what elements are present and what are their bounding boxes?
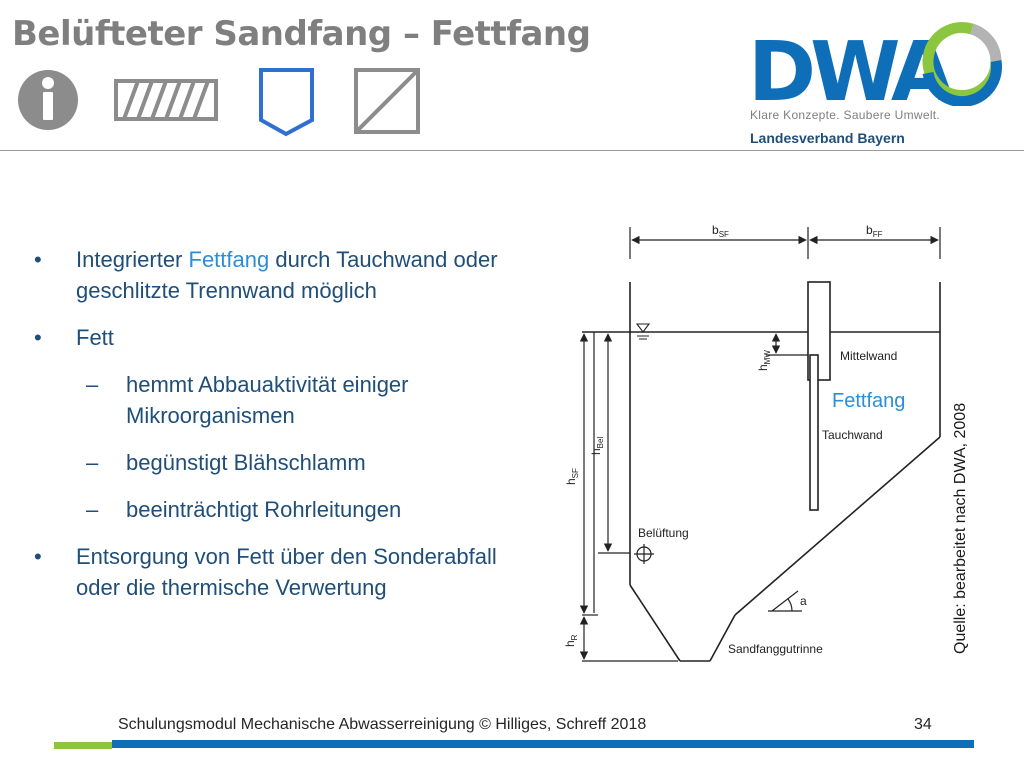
bullet-marker: • [34, 544, 42, 569]
bullet-item: • Integrierter Fettfang durch Tauchwand … [28, 244, 528, 306]
info-icon [18, 70, 78, 130]
b-sf-label: bSF [712, 223, 729, 239]
b-ff-label: bFF [866, 223, 883, 239]
sub-bullet-item: – hemmt Abbauaktivität einiger Mikroorga… [28, 369, 528, 431]
sandfanggutrinne-label: Sandfanggutrinne [728, 642, 823, 656]
sub-bullet-text: hemmt Abbauaktivität einiger Mikroorgani… [126, 372, 409, 428]
logo-subtitle: Landesverband Bayern [750, 130, 905, 146]
width-dimensions [629, 227, 941, 259]
sub-bullet-item: – beeinträchtigt Rohrleitungen [28, 494, 528, 525]
sub-bullet-text: beeinträchtigt Rohrleitungen [126, 497, 402, 522]
dwa-logo-mark: DWA [748, 22, 1002, 120]
sub-bullet-item: – begünstigt Blähschlamm [28, 447, 528, 478]
bullet-marker: • [34, 325, 42, 350]
sandfang-cross-section-diagram: bSF bFF hMW Mittelwand Fettfang Tauchwan… [563, 223, 941, 662]
header-icon-bar [18, 68, 420, 137]
source-citation: Quelle: bearbeitet nach DWA, 2008 [952, 403, 969, 654]
dash-marker: – [86, 450, 99, 475]
fettfang-label: Fettfang [832, 390, 905, 412]
bullet-text: Entsorgung von Fett über den Sonderabfal… [76, 544, 497, 600]
dwa-logo: DWA Klare Konzepte. Saubere Umwelt. Land… [748, 16, 1010, 150]
h-mw-label: hMW [756, 350, 772, 371]
bullet-item: • Entsorgung von Fett über den Sonderabf… [28, 541, 528, 603]
footer-green-bar [54, 742, 112, 749]
header-divider [0, 150, 1024, 151]
page-number: 34 [914, 716, 932, 733]
footer-blue-bar [112, 740, 974, 748]
hatched-rectangle-icon [114, 79, 218, 121]
bullet-text: Integrierter [76, 247, 189, 272]
dwa-logo-ring-icon [922, 22, 1002, 108]
angle-marker [768, 590, 802, 612]
h-r-label: hR [563, 634, 579, 647]
tank-walls [629, 282, 941, 662]
bullet-item: • Fett [28, 322, 528, 353]
footer-text: Schulungsmodul Mechanische Abwasserreini… [118, 716, 647, 733]
h-bel-label: hBel [589, 437, 605, 455]
diagonal-square-icon [354, 68, 420, 134]
height-dimensions [579, 332, 678, 662]
highlight-text: Fettfang [188, 247, 270, 272]
bullet-text: Fett [76, 325, 114, 350]
h-sf-label: hSF [564, 468, 580, 485]
pentagon-shield-icon [259, 68, 314, 137]
mittelwand-wall [807, 281, 831, 511]
slide-title: Belüfteter Sandfang – Fettfang [12, 14, 591, 54]
tauchwand-label: Tauchwand [822, 428, 883, 442]
h-mw-dimension [766, 333, 808, 356]
angle-label: a [800, 594, 807, 608]
belueftung-label: Belüftung [638, 526, 689, 540]
dash-marker: – [86, 372, 99, 397]
mittelwand-label: Mittelwand [840, 349, 897, 363]
source-text: Quelle: bearbeitet nach DWA, 2008 [952, 403, 969, 654]
sub-bullet-text: begünstigt Blähschlamm [126, 450, 366, 475]
bullet-text: durch Tauchwand oder geschlitzte Trennwa… [76, 247, 498, 303]
dash-marker: – [86, 497, 99, 522]
aeration-symbol-icon [634, 544, 654, 564]
bullet-marker: • [34, 247, 42, 272]
water-surface [582, 323, 940, 340]
bullet-list: • Integrierter Fettfang durch Tauchwand … [28, 244, 528, 619]
logo-tagline: Klare Konzepte. Saubere Umwelt. [750, 108, 941, 122]
